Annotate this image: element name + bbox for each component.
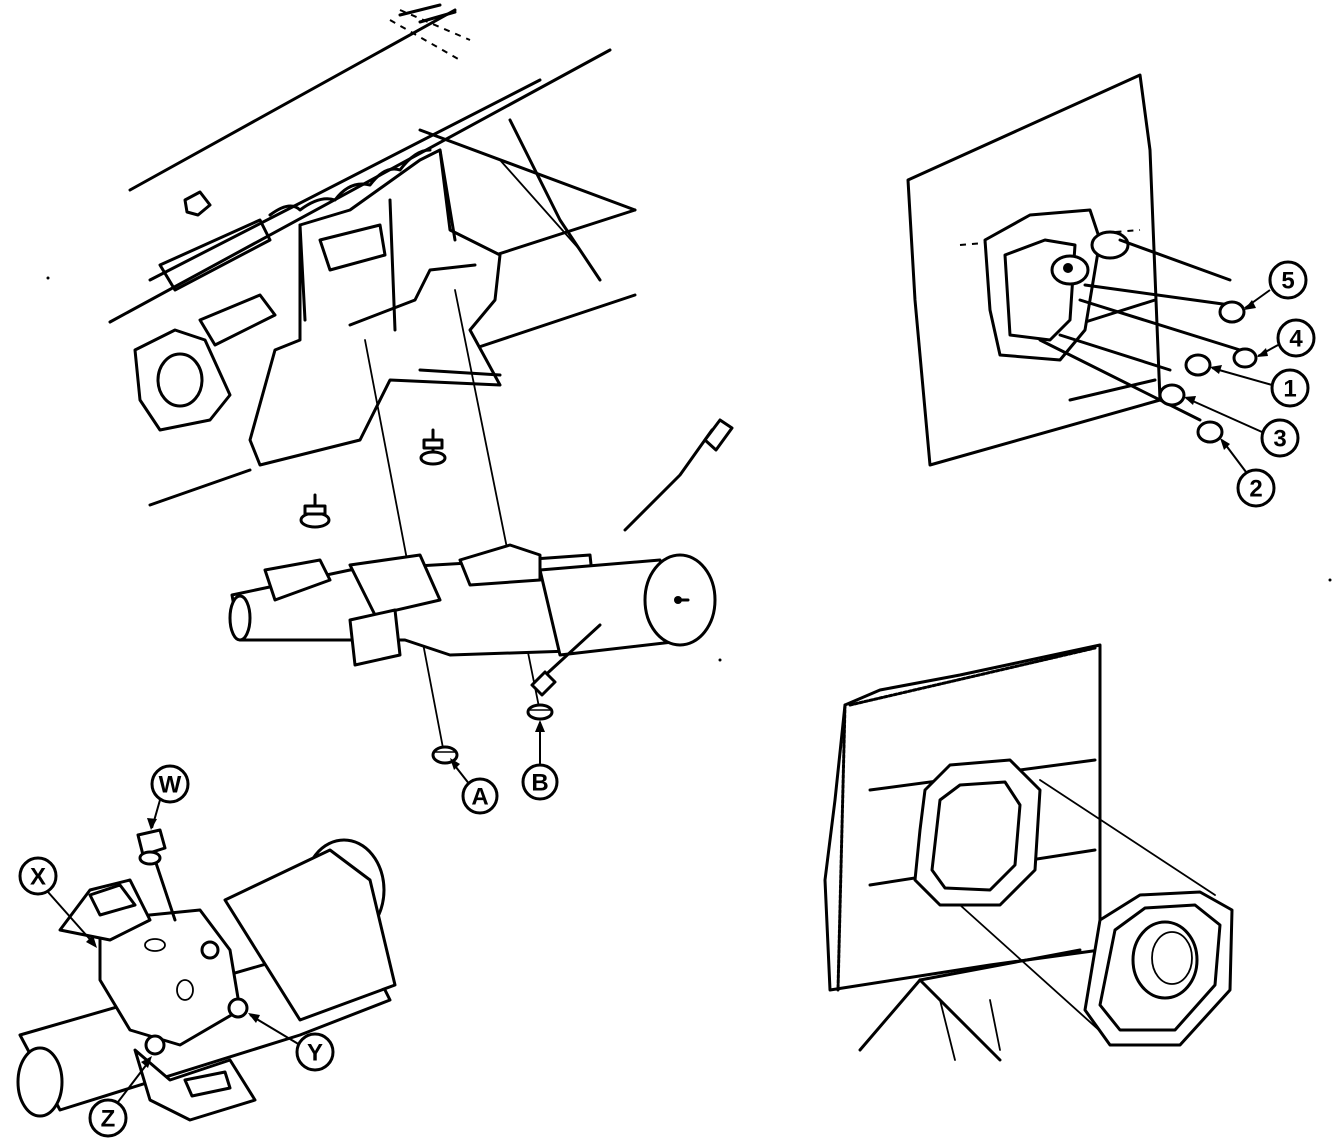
bracket-bolt-right [419, 428, 447, 466]
callout-a: A [450, 758, 499, 815]
callout-2: 2 [1220, 438, 1276, 508]
callout-y-label: Y [307, 1040, 323, 1067]
callout-3-label: 3 [1273, 426, 1286, 453]
callout-1-label: 1 [1283, 376, 1296, 403]
callout-z: Z [88, 1056, 152, 1138]
nut-4 [1232, 347, 1258, 369]
callout-z-label: Z [101, 1106, 116, 1133]
firewall-seal-detail [823, 643, 1234, 1062]
nut-b [526, 703, 554, 721]
callout-y: Y [248, 1013, 335, 1072]
callout-a-label: A [471, 784, 488, 811]
callout-b: B [521, 720, 559, 801]
callout-w: W [147, 764, 190, 830]
firewall-plate-detail [906, 73, 1258, 467]
nut-2 [1196, 420, 1224, 444]
callout-3: 3 [1184, 396, 1300, 458]
callout-1: 1 [1210, 365, 1310, 408]
callout-x: X [18, 856, 97, 948]
callout-b-label: B [531, 770, 548, 797]
bracket-bolt-left [299, 493, 331, 529]
shaft-clamp-detail [16, 828, 397, 1122]
callout-2-label: 2 [1249, 476, 1262, 503]
callout-w-label: W [159, 772, 182, 799]
nut-5 [1218, 300, 1246, 324]
dash-panel-assembly [108, 3, 637, 749]
callout-5-label: 5 [1281, 268, 1294, 295]
callout-5: 5 [1244, 260, 1308, 310]
nut-1 [1184, 353, 1212, 377]
specks [46, 276, 1332, 662]
callout-4: 4 [1257, 318, 1316, 358]
steering-column [228, 418, 734, 697]
nut-3 [1158, 383, 1186, 407]
callout-4-label: 4 [1289, 326, 1303, 353]
callout-x-label: X [30, 864, 46, 891]
